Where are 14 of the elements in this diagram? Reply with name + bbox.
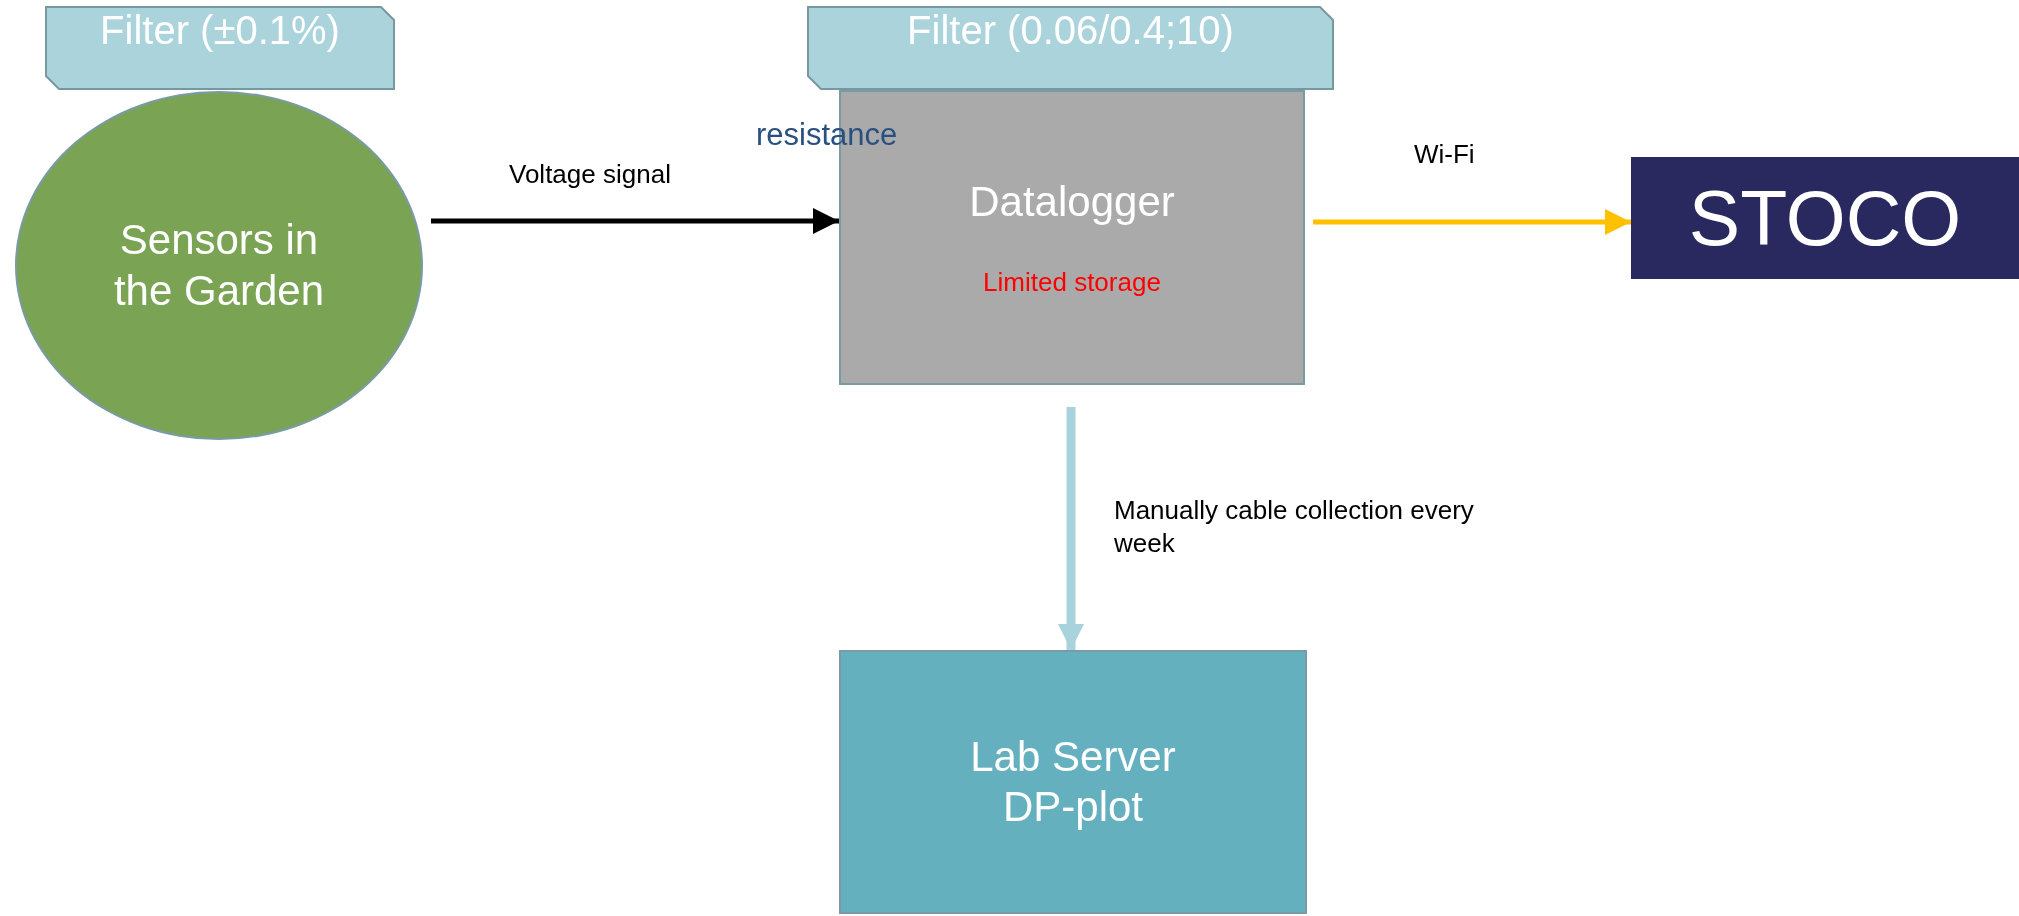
filter-tab [45,6,395,90]
arrow [431,208,839,234]
node-title: STOCO [1688,173,1962,263]
node-title: Filter (0.06/0.4;10) [907,7,1234,54]
filter-tab [807,6,1334,90]
node-note: Limited storage [983,267,1161,299]
arrow [1058,407,1084,650]
node-title: Filter (±0.1%) [100,7,340,54]
stoco-box [1631,157,2019,279]
node-title: Datalogger [969,176,1175,227]
node-title: Lab Server DP-plot [969,731,1177,832]
server-box [839,650,1307,914]
arrow [1313,209,1631,235]
node-title: Sensors in the Garden [112,215,326,316]
